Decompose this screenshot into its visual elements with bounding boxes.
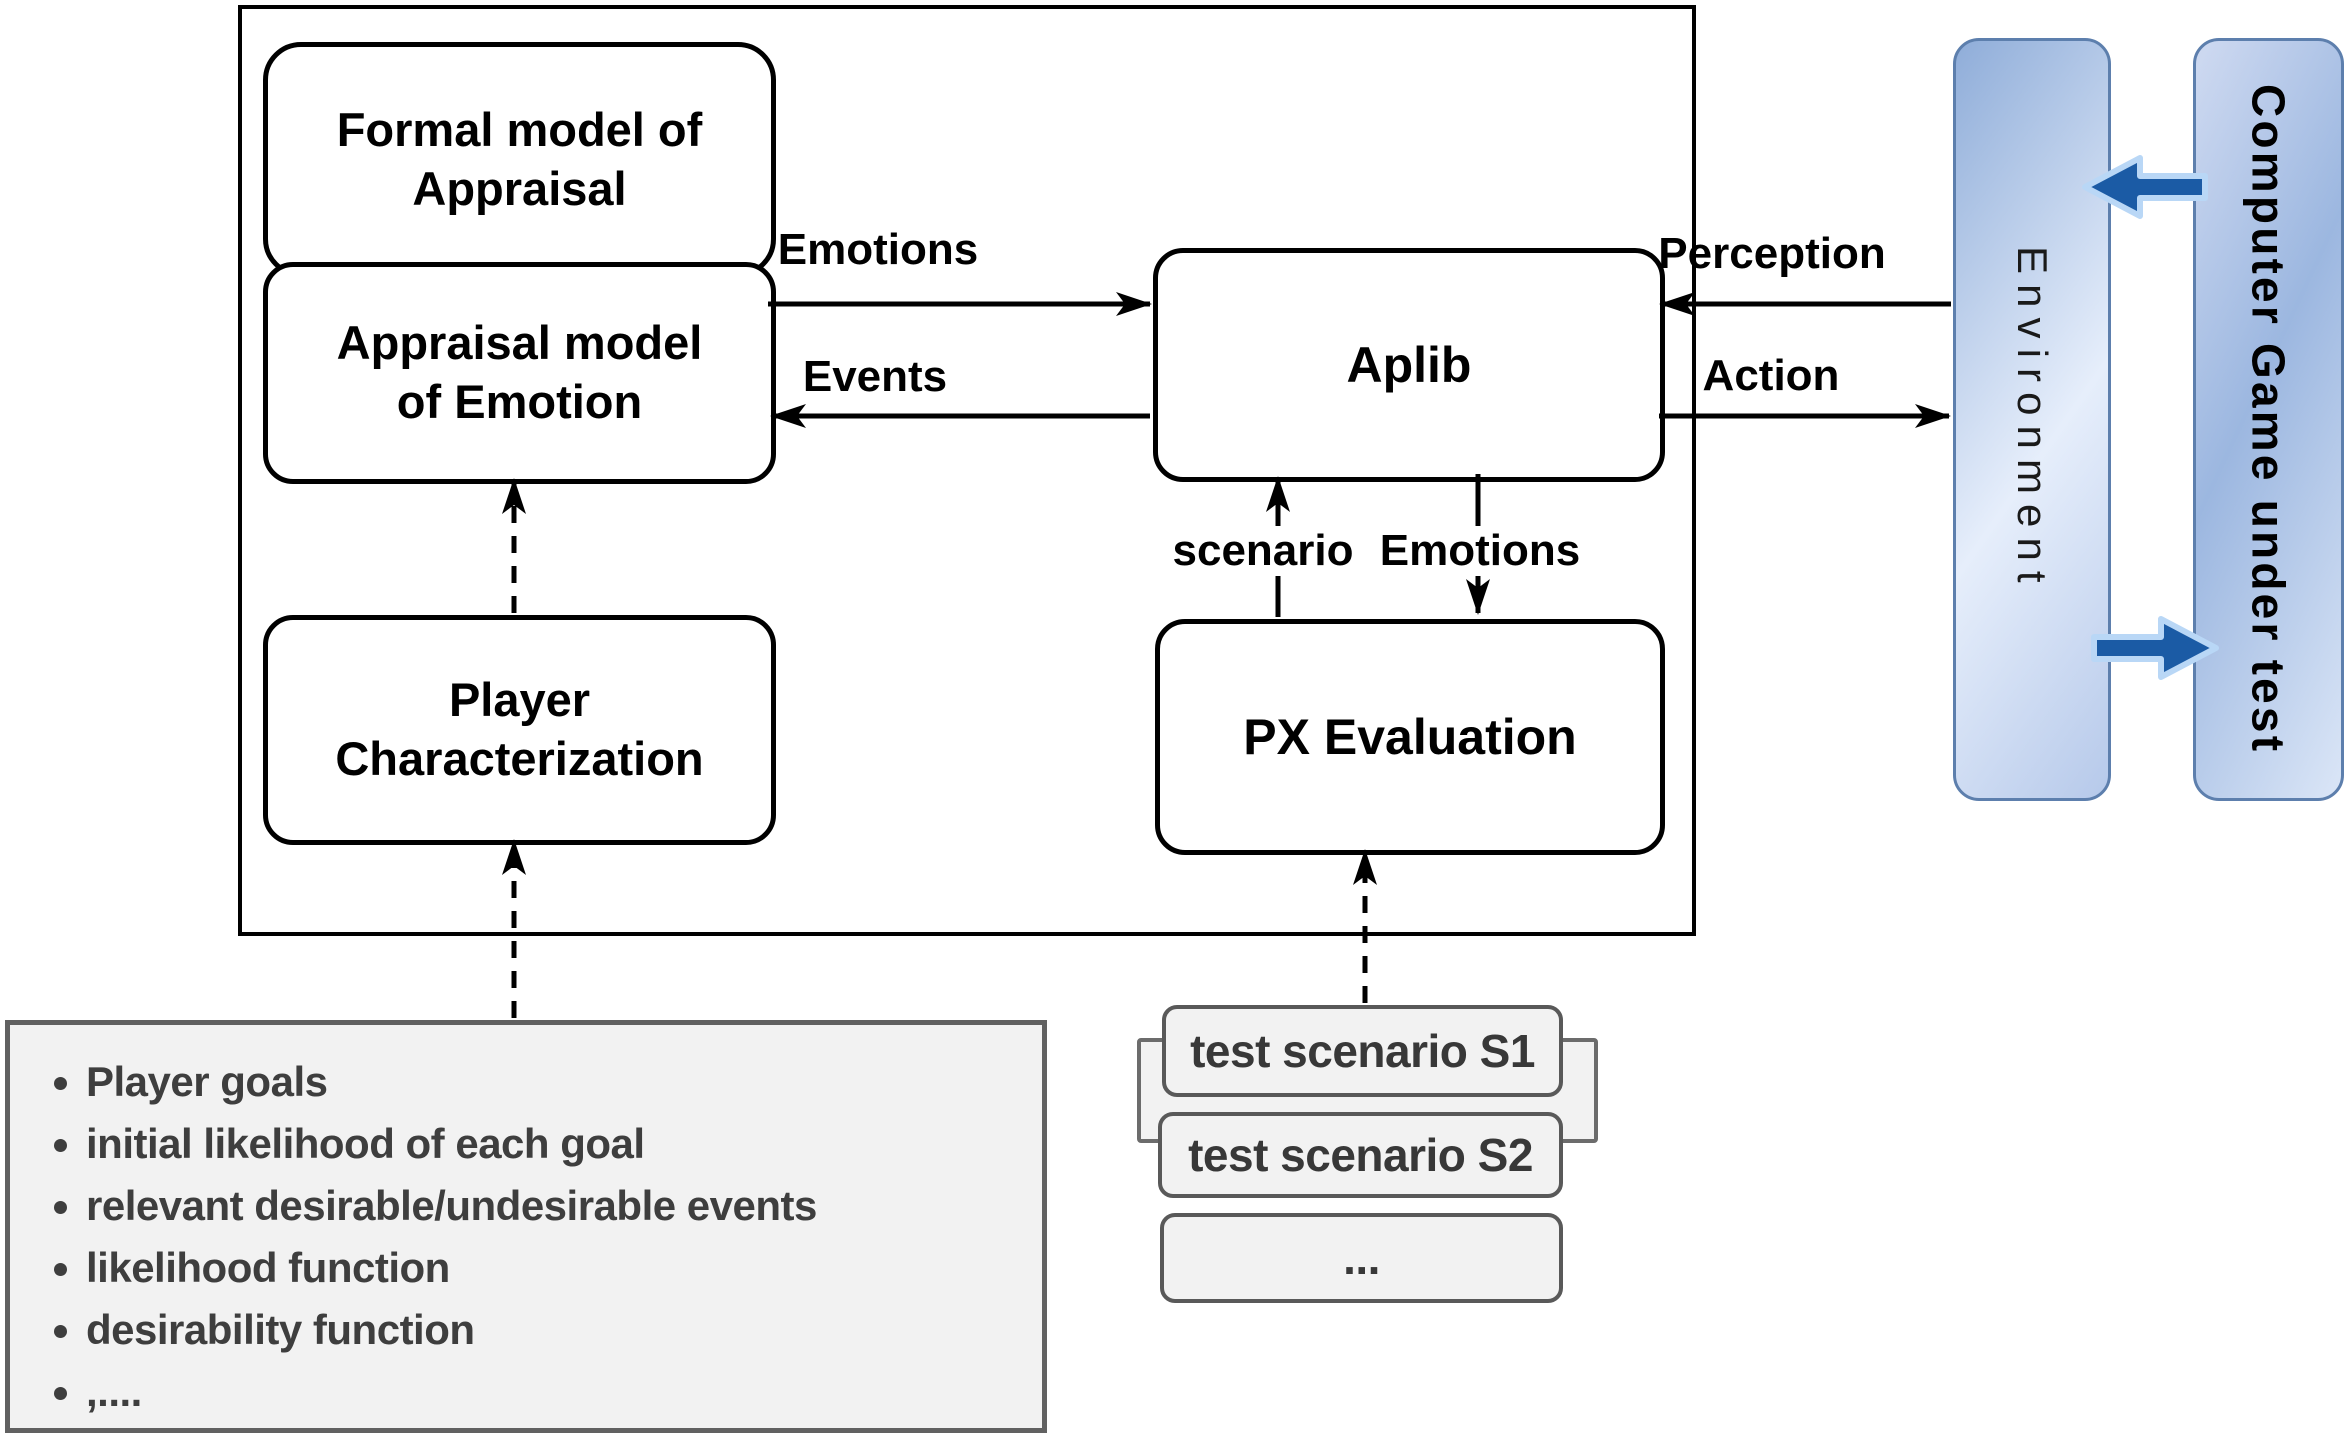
list-item: desirability function [86, 1299, 1042, 1361]
formal-model-of-appraisal-box: Formal model of Appraisal [263, 42, 776, 277]
system-boundary-rect [238, 5, 1696, 936]
test-scenario-more-chip: ... [1160, 1213, 1563, 1303]
list-item: Player goals [86, 1051, 1042, 1113]
appraisal-model-of-emotion-box: Appraisal model of Emotion [263, 262, 776, 484]
action-arrow-label: Action [1702, 351, 1840, 400]
scenario-arrow-label: scenario [1162, 526, 1364, 576]
player-characterization-inputs-list: Player goals initial likelihood of each … [58, 1051, 1042, 1423]
player-characterization-box: Player Characterization [263, 615, 776, 845]
emotions-down-arrow-label: Emotions [1369, 526, 1591, 576]
test-scenario-s2-chip: test scenario S2 [1158, 1112, 1563, 1198]
perception-arrow-label: Perception [1658, 229, 1886, 278]
computer-game-under-test-bar: Computer Game under test [2193, 38, 2344, 801]
px-evaluation-box: PX Evaluation [1155, 619, 1665, 855]
list-item: ,.... [86, 1361, 1042, 1423]
list-item: initial likelihood of each goal [86, 1113, 1042, 1175]
player-characterization-inputs-box: Player goals initial likelihood of each … [5, 1020, 1047, 1433]
list-item: likelihood function [86, 1237, 1042, 1299]
test-scenario-s1-chip: test scenario S1 [1162, 1005, 1563, 1097]
aplib-box: Aplib [1153, 248, 1665, 482]
emotions-arrow-label: Emotions [777, 225, 979, 274]
environment-bar: Environment [1953, 38, 2111, 801]
events-arrow-label: Events [802, 352, 948, 401]
list-item: relevant desirable/undesirable events [86, 1175, 1042, 1237]
